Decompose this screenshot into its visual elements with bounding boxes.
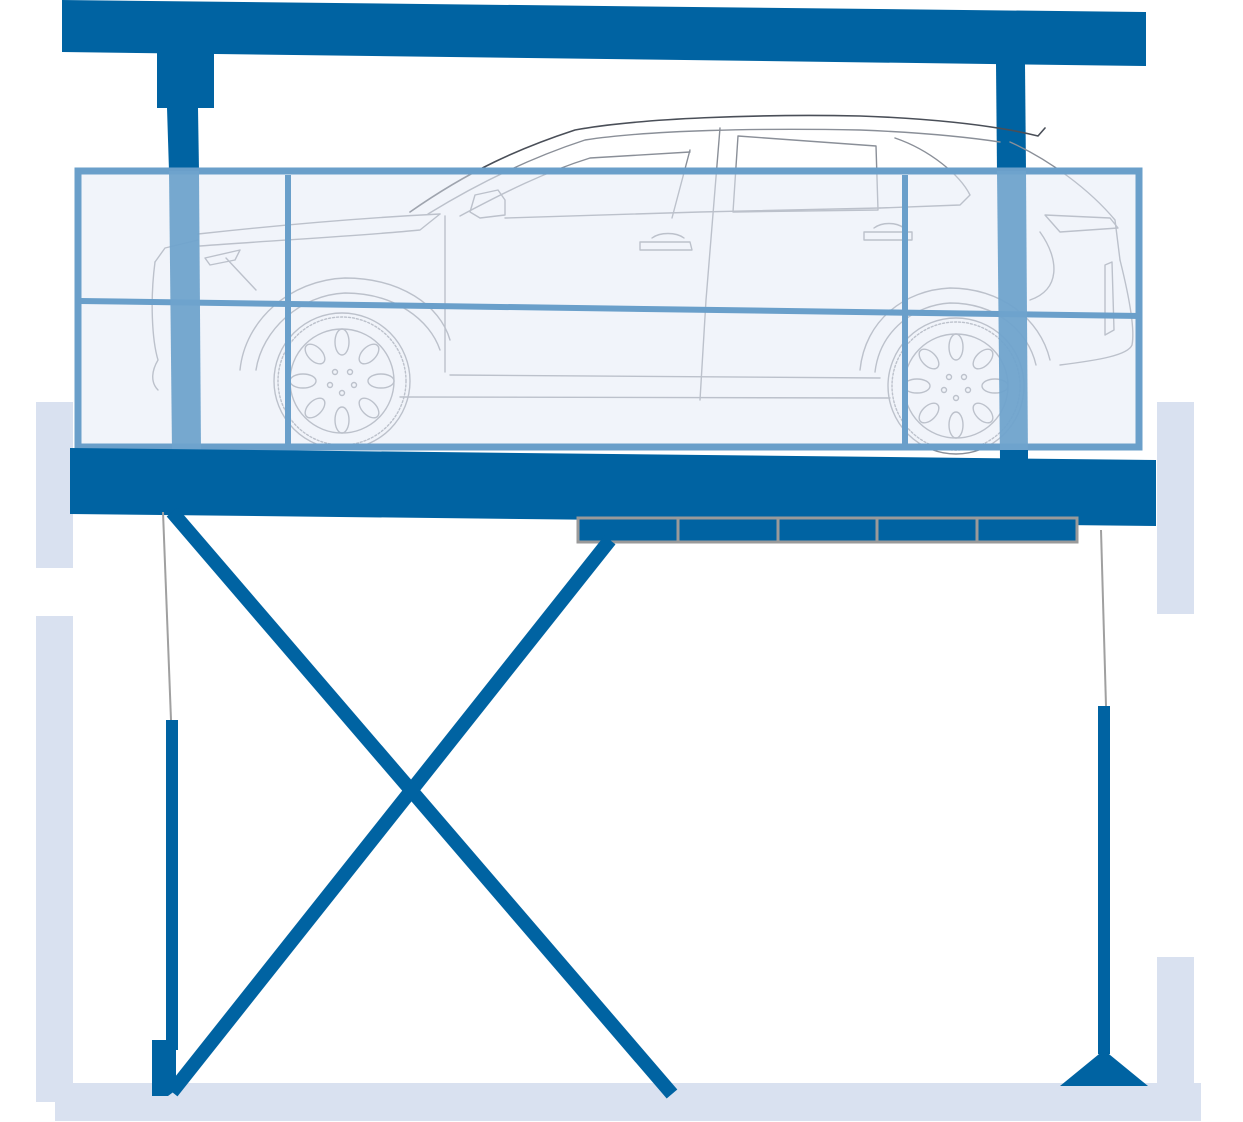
left-column <box>167 108 199 171</box>
pit-wall-left-upper <box>36 402 73 568</box>
right-foot <box>1060 1050 1148 1086</box>
left-hydraulic-line <box>162 511 172 721</box>
pit-wall-right-upper <box>1157 402 1194 614</box>
left-column-translucent <box>169 171 201 452</box>
left-column-cap <box>157 52 214 108</box>
platform-slats <box>576 516 1079 544</box>
right-column-translucent <box>997 171 1028 462</box>
right-hydraulic-line <box>1100 529 1107 707</box>
left-foot <box>152 1040 176 1096</box>
pit-floor <box>55 1083 1201 1121</box>
lift-platform <box>70 448 1156 526</box>
scissor-arm-b <box>166 535 616 1097</box>
pit-structure <box>36 402 1201 1121</box>
right-column-platform-joint <box>1000 450 1028 464</box>
top-beam <box>62 0 1146 66</box>
pit-wall-right-lower <box>1157 957 1194 1087</box>
right-hydraulic-cylinder <box>1098 706 1110 1054</box>
left-hydraulic-cylinder <box>166 720 178 1050</box>
envelope-midline <box>79 298 1142 319</box>
vehicle-envelope <box>74 167 1143 462</box>
right-column <box>996 64 1026 171</box>
scissor-arm-a <box>166 507 678 1099</box>
pit-wall-left-lower <box>36 616 73 1102</box>
